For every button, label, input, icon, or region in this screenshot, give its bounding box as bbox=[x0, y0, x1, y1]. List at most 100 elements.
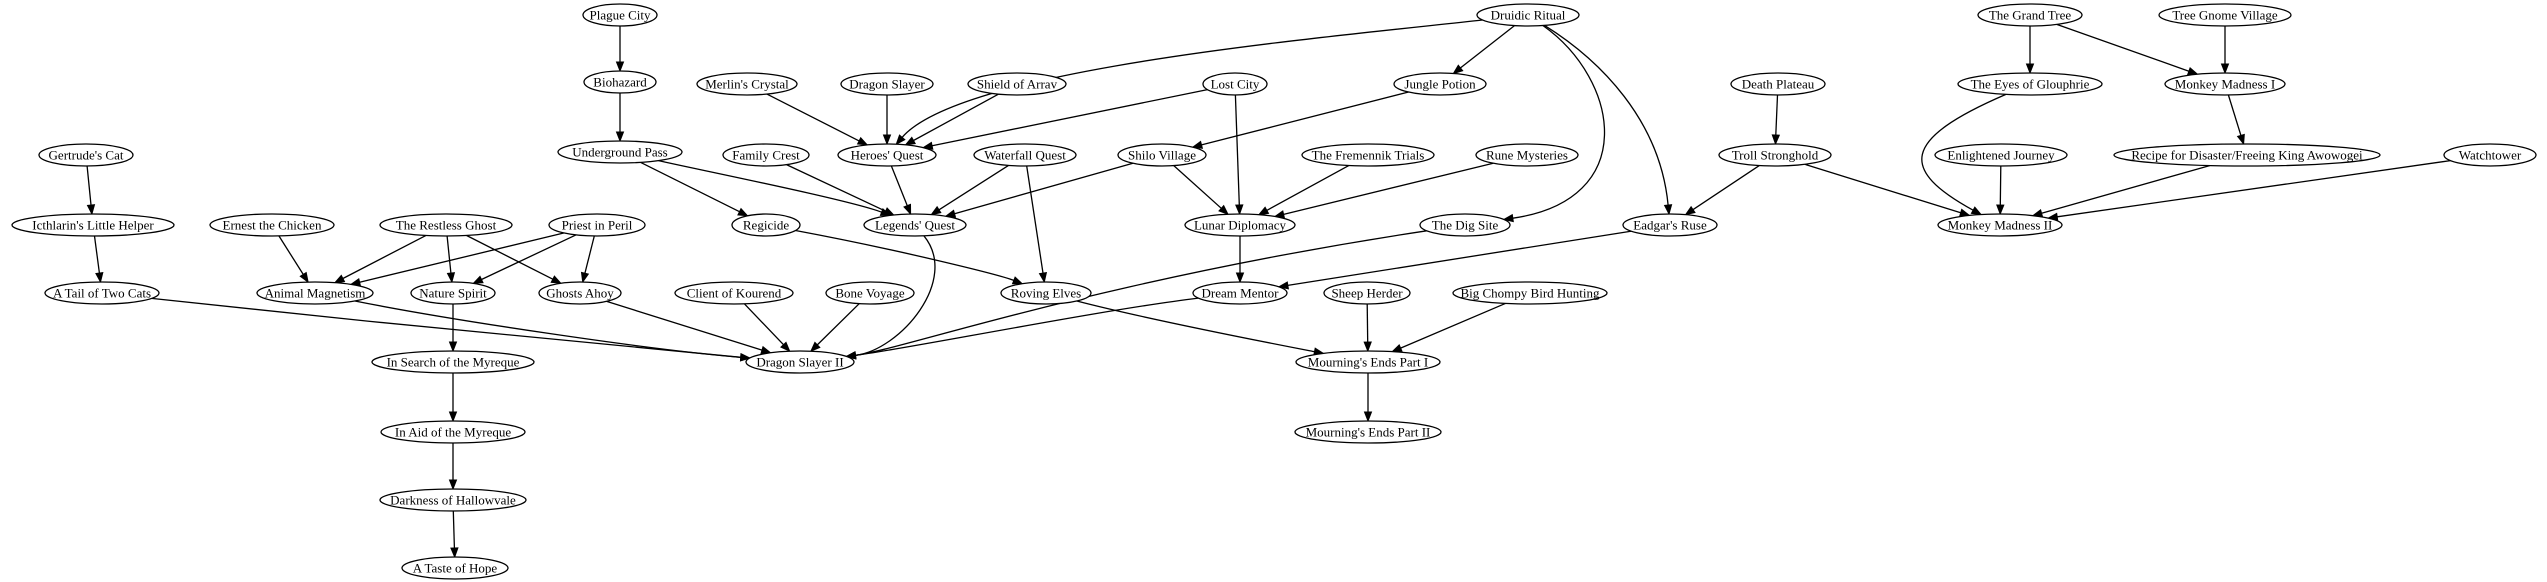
arrowhead-icon bbox=[448, 411, 458, 423]
edge-tree-gnome-village-to-monkey-madness-i bbox=[2220, 26, 2230, 75]
node-label: Troll Stronghold bbox=[1732, 148, 1819, 163]
node-legends-quest: Legends' Quest bbox=[863, 213, 967, 237]
node-label: Underground Pass bbox=[572, 145, 667, 160]
node-the-restless-ghost: The Restless Ghost bbox=[379, 213, 513, 237]
edge-line bbox=[1283, 162, 1494, 216]
edge-line bbox=[1692, 165, 1760, 211]
node-label: Death Plateau bbox=[1742, 77, 1815, 92]
edge-shilo-village-to-lunar-diplomacy bbox=[1173, 165, 1230, 216]
node-label: Ernest the Chicken bbox=[223, 218, 322, 233]
edge-darkness-of-hallowvale-to-a-taste-of-hope bbox=[450, 510, 459, 559]
edge-plague-city-to-biohazard bbox=[615, 26, 625, 73]
arrowhead-icon bbox=[450, 547, 459, 559]
node-ellipse bbox=[973, 143, 1077, 167]
node-label: Tree Gnome Village bbox=[2172, 8, 2278, 23]
node-label: The Dig Site bbox=[1432, 218, 1499, 233]
node-label: Bone Voyage bbox=[835, 286, 904, 301]
edge-line bbox=[584, 235, 595, 274]
arrowhead-icon bbox=[615, 131, 625, 143]
node-waterfall-quest: Waterfall Quest bbox=[973, 143, 1077, 167]
node-ellipse bbox=[2443, 143, 2537, 167]
node-enlightened-journey: Enlightened Journey bbox=[1934, 143, 2068, 167]
edge-druidic-ritual-to-eadgars-ruse bbox=[1544, 24, 1673, 216]
node-label: Merlin's Crystal bbox=[705, 77, 789, 92]
node-ellipse bbox=[1184, 213, 1296, 237]
edge-line bbox=[1234, 94, 1240, 206]
arrowhead-icon bbox=[883, 207, 895, 216]
edge-line bbox=[855, 230, 1427, 356]
edge-line bbox=[1999, 165, 2002, 206]
arrowhead-icon bbox=[2025, 63, 2035, 75]
edge-line bbox=[640, 161, 740, 213]
arrowhead-icon bbox=[1996, 204, 2005, 216]
edge-troll-stronghold-to-monkey-madness-ii bbox=[1804, 163, 1971, 217]
node-label: The Eyes of Glouphrie bbox=[1971, 77, 2090, 92]
edge-line bbox=[1173, 165, 1222, 209]
edge-animal-magnetism-to-dragon-slayer-ii bbox=[354, 300, 752, 362]
edge-sheep-herder-to-mournings-ends-part-i bbox=[1363, 303, 1372, 353]
node-a-taste-of-hope: A Taste of Hope bbox=[401, 556, 509, 580]
edge-monkey-madness-i-to-recipe-for-disaster bbox=[2227, 94, 2245, 146]
edge-line bbox=[954, 162, 1134, 215]
node-the-grand-tree: The Grand Tree bbox=[1977, 3, 2083, 27]
edges-layer bbox=[86, 19, 2451, 559]
edge-line bbox=[1026, 165, 1044, 274]
arrowhead-icon bbox=[1771, 134, 1781, 146]
node-label: The Grand Tree bbox=[1989, 8, 2072, 23]
edge-line bbox=[1076, 300, 1315, 353]
node-merlins-crystal: Merlin's Crystal bbox=[696, 72, 798, 96]
node-label: In Aid of the Myreque bbox=[395, 425, 511, 440]
node-label: Sheep Herder bbox=[1331, 286, 1403, 301]
edge-line bbox=[1460, 25, 1515, 69]
arrowhead-icon bbox=[1235, 272, 1245, 284]
node-ellipse bbox=[863, 213, 967, 237]
node-ellipse bbox=[722, 143, 810, 167]
node-ellipse bbox=[1476, 3, 1580, 27]
node-label: Ghosts Ahoy bbox=[546, 286, 614, 301]
node-sheep-herder: Sheep Herder bbox=[1323, 281, 1411, 305]
node-ellipse bbox=[967, 72, 1067, 96]
node-label: Dragon Slayer II bbox=[756, 355, 843, 370]
node-ellipse bbox=[837, 143, 937, 167]
node-ellipse bbox=[1452, 281, 1608, 305]
edge-in-aid-of-the-myreque-to-darkness-of-hallowvale bbox=[448, 443, 458, 491]
edge-line bbox=[93, 235, 101, 274]
node-monkey-madness-i: Monkey Madness I bbox=[2164, 72, 2286, 96]
node-a-tail-of-two-cats: A Tail of Two Cats bbox=[44, 281, 160, 305]
edge-line bbox=[938, 164, 1009, 211]
edge-jungle-potion-to-shilo-village bbox=[1191, 91, 1409, 149]
node-troll-stronghold: Troll Stronghold bbox=[1718, 143, 1832, 167]
arrowhead-icon bbox=[780, 341, 791, 353]
edge-death-plateau-to-troll-stronghold bbox=[1771, 94, 1781, 146]
edge-line bbox=[446, 235, 452, 274]
node-ghosts-ahoy: Ghosts Ahoy bbox=[538, 281, 622, 305]
node-ellipse bbox=[2164, 72, 2286, 96]
node-ellipse bbox=[1393, 72, 1487, 96]
arrowhead-icon bbox=[1191, 140, 1204, 149]
node-label: Monkey Madness II bbox=[1948, 218, 2053, 233]
node-mournings-ends-part-ii: Mourning's Ends Part II bbox=[1294, 420, 1442, 444]
edge-line bbox=[913, 93, 999, 142]
node-ellipse bbox=[696, 72, 798, 96]
node-ellipse bbox=[582, 3, 658, 27]
arrowhead-icon bbox=[2220, 63, 2230, 75]
node-shield-of-arrav: Shield of Arrav bbox=[967, 72, 1067, 96]
node-ellipse bbox=[38, 143, 134, 167]
node-label: Dragon Slayer bbox=[849, 77, 925, 92]
arrowhead-icon bbox=[2186, 67, 2199, 76]
node-regicide: Regicide bbox=[731, 213, 801, 237]
node-label: Eadgar's Ruse bbox=[1633, 218, 1707, 233]
node-gertrudes-cat: Gertrude's Cat bbox=[38, 143, 134, 167]
edge-the-fremennik-trials-to-lunar-diplomacy bbox=[1257, 164, 1350, 216]
arrowhead-icon bbox=[299, 271, 309, 284]
arrowhead-icon bbox=[737, 207, 749, 217]
node-rune-mysteries: Rune Mysteries bbox=[1475, 143, 1579, 167]
node-ellipse bbox=[825, 281, 915, 305]
edge-eadgars-ruse-to-dream-mentor bbox=[1277, 230, 1632, 290]
node-ellipse bbox=[379, 488, 527, 512]
edge-big-chompy-bird-hunting-to-mournings-ends-part-i bbox=[1391, 302, 1506, 353]
edge-line bbox=[743, 303, 784, 346]
edge-lost-city-to-heroes-quest bbox=[921, 88, 1208, 150]
node-label: Mourning's Ends Part I bbox=[1308, 355, 1428, 370]
edge-icthlarins-little-helper-to-a-tail-of-two-cats bbox=[93, 235, 104, 284]
